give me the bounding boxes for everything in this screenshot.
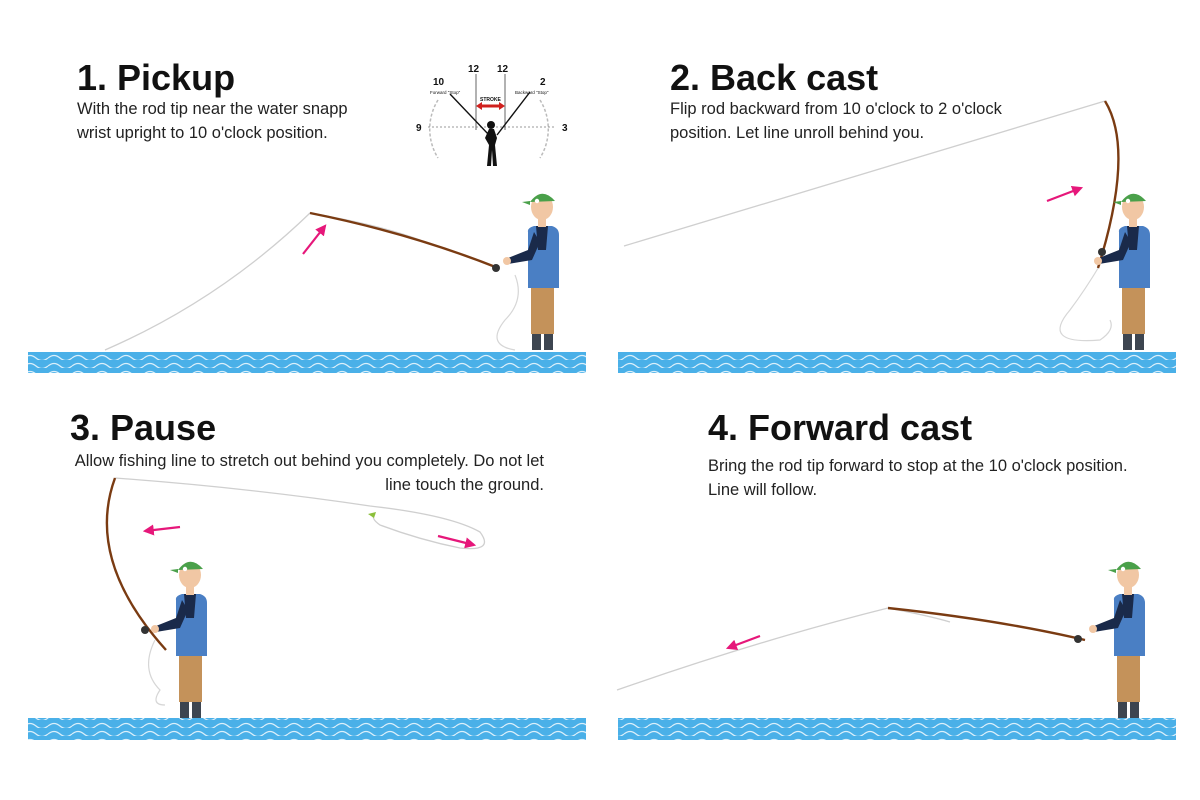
panel-4-scene [616,561,1176,740]
step-1-title: 1. Pickup [77,57,236,98]
step-4-title: 4. Forward cast [708,407,973,448]
panel-1-scene [28,193,586,373]
arrow-left-4 [725,634,761,651]
fishing-rod-2 [1096,100,1120,269]
clock-label-12-right: 12 [497,64,509,75]
step-2-title: 2. Back cast [670,57,879,98]
clock-label-3: 3 [562,123,568,134]
angler-4 [1089,561,1145,718]
clock-label-12-left: 12 [468,64,480,75]
arrow-up-1 [302,224,327,255]
fishing-line-2 [623,100,1106,247]
step-3-description: Allow fishing line to stretch out behind… [74,452,544,494]
forward-stop-label: Forward "Stop" [430,90,461,95]
step-4-description: Bring the rod tip forward to stop at the… [708,457,1128,499]
angler-2 [1094,193,1150,350]
clock-label-2: 2 [540,77,546,88]
angler-1 [503,193,559,350]
panel-2-scene [618,100,1176,373]
step-1-description: With the rod tip near the water snapp wr… [77,100,348,142]
stroke-label: STROKE [480,97,502,103]
fishing-rod-4 [887,606,1086,642]
fishing-line-3 [114,477,486,550]
clock-label-10: 10 [433,77,445,88]
arrow-right-3 [437,534,477,549]
arrow-right-2 [1046,186,1084,203]
fishing-line-1 [104,212,421,351]
panel-3-scene [28,477,586,740]
step-3-title: 3. Pause [70,407,217,448]
arrow-left-3 [142,524,181,536]
clock-diagram: 10 12 12 2 9 3 Forward "Stop" Backward "… [416,64,568,166]
clock-label-9: 9 [416,123,422,134]
step-2-description: Flip rod backward from 10 o'clock to 2 o… [670,100,1002,142]
fishing-rod-1 [309,211,499,270]
fishing-line-4 [616,607,951,691]
angler-3 [151,561,207,718]
backward-stop-label: Backward "Stop" [515,90,549,95]
fishing-rod-3 [105,477,167,651]
